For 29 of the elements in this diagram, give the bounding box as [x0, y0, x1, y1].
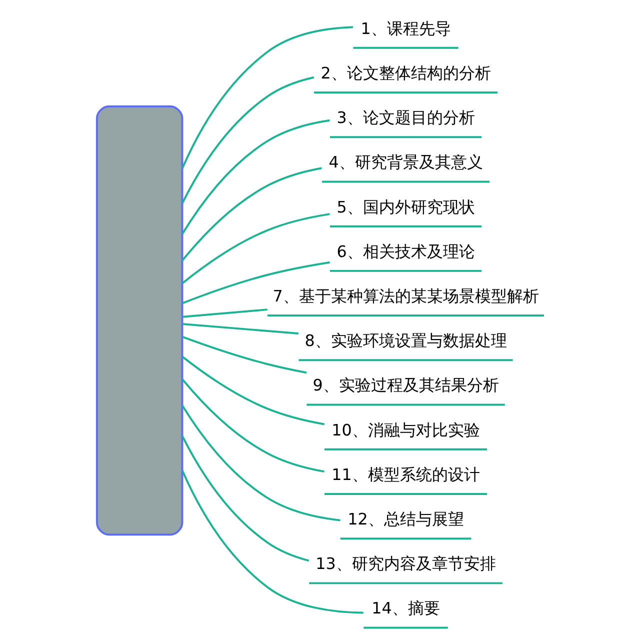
node-text: 5、国内外研究现状 — [336, 197, 474, 216]
node-text: 13、研究内容及章节安排 — [315, 554, 496, 574]
node-text: 2、论文整体结构的分析 — [320, 63, 490, 82]
connector — [182, 336, 306, 374]
connector — [181, 378, 324, 473]
connector — [182, 308, 267, 318]
connector — [181, 213, 330, 284]
node-text: 9、实验过程及其结果分析 — [312, 376, 498, 395]
node-text: 6、相关技术及理论 — [336, 242, 474, 261]
node-text: 7、基于某种算法的某某场景模型解析 — [272, 286, 538, 306]
node-text: 1、课程先导 — [360, 18, 450, 38]
connector — [180, 76, 314, 204]
node-text: 3、论文题目的分析 — [336, 108, 474, 128]
node-text: 10、消融与对比实验 — [331, 420, 480, 440]
node-text: 4、研究背景及其意义 — [328, 152, 482, 172]
connector — [181, 261, 330, 304]
connector — [180, 167, 322, 262]
node-text: 11、模型系统的设计 — [331, 464, 480, 484]
node-text: 14、摘要 — [371, 598, 440, 618]
connector — [180, 404, 340, 522]
connector — [182, 322, 298, 334]
connector — [180, 26, 353, 169]
connector — [180, 435, 309, 562]
connector — [181, 356, 324, 426]
node-text: 12、总结与展望 — [347, 510, 464, 528]
node-text: 8、实验环境设置与数据处理 — [304, 331, 506, 350]
connector — [180, 119, 330, 235]
node-box — [95, 105, 183, 536]
connector — [180, 470, 363, 614]
